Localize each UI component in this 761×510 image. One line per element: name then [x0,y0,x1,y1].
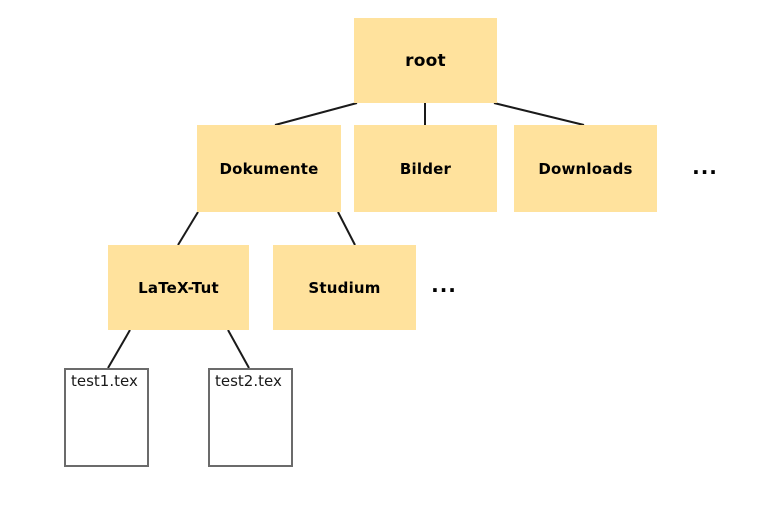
node-downloads[interactable]: Downloads [514,125,657,212]
node-file-test1[interactable]: test1.tex [64,368,149,467]
node-file-test1-label: test1.tex [71,372,138,390]
edge-root-to-downloads [493,102,585,126]
edge-root-to-dokumente [274,102,358,126]
edge-latextut-to-test1 [107,329,131,369]
node-latex-tut[interactable]: LaTeX-Tut [108,245,249,330]
node-root[interactable]: root [354,18,497,103]
node-file-test2-label: test2.tex [215,372,282,390]
node-dokumente-label: Dokumente [219,159,319,178]
node-studium-label: Studium [308,278,381,297]
node-bilder[interactable]: Bilder [354,125,497,212]
ellipsis-level-3: ··· [431,278,457,302]
node-file-test2[interactable]: test2.tex [208,368,293,467]
node-latex-tut-label: LaTeX-Tut [138,278,219,297]
ellipsis-level-2: ··· [692,160,718,184]
node-studium[interactable]: Studium [273,245,416,330]
node-root-label: root [405,50,446,71]
edge-dokumente-to-studium [337,211,356,246]
node-downloads-label: Downloads [538,159,633,178]
edge-latextut-to-test2 [227,329,250,369]
edge-dokumente-to-latextut [177,211,199,246]
node-dokumente[interactable]: Dokumente [197,125,341,212]
node-bilder-label: Bilder [399,159,452,178]
